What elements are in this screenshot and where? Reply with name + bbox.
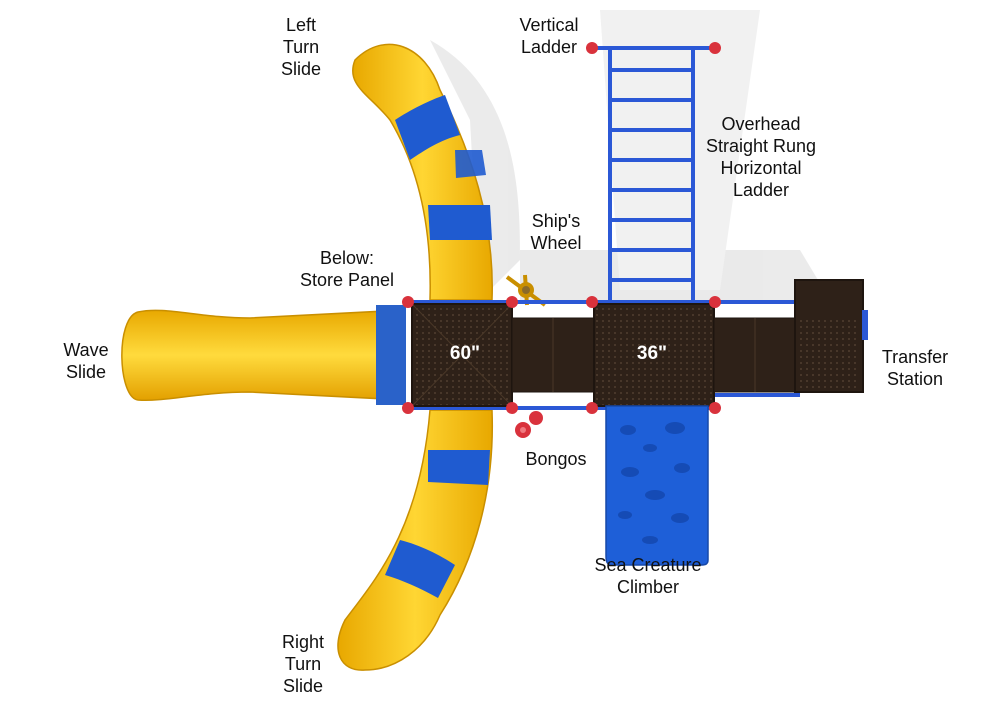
left-turn-slide (352, 43, 493, 301)
label-ships-wheel: Ship's Wheel (530, 211, 582, 253)
overhead-ladder (592, 46, 715, 300)
label-bongos: Bongos (525, 449, 587, 469)
label-right-turn-slide: Right Turn Slide (281, 632, 325, 696)
deck-36-label: 36" (636, 343, 668, 364)
label-store-panel: Below: Store Panel (299, 248, 395, 290)
right-turn-slide (337, 409, 494, 671)
deck-60-label: 60" (449, 343, 481, 364)
label-left-turn-slide: Left Turn Slide (280, 15, 322, 79)
label-sea-creature-climber: Sea Creature Climber (594, 555, 702, 597)
label-overhead-ladder: Overhead Straight Rung Horizontal Ladder (705, 114, 817, 200)
sea-creature-climber (605, 405, 709, 566)
decks (411, 279, 868, 407)
label-vertical-ladder: Vertical Ladder (519, 15, 579, 57)
red-clamps (402, 42, 721, 414)
wave-slide (121, 305, 406, 405)
label-transfer-station: Transfer Station (881, 347, 949, 389)
bongos (515, 411, 543, 438)
label-wave-slide: Wave Slide (63, 340, 109, 382)
